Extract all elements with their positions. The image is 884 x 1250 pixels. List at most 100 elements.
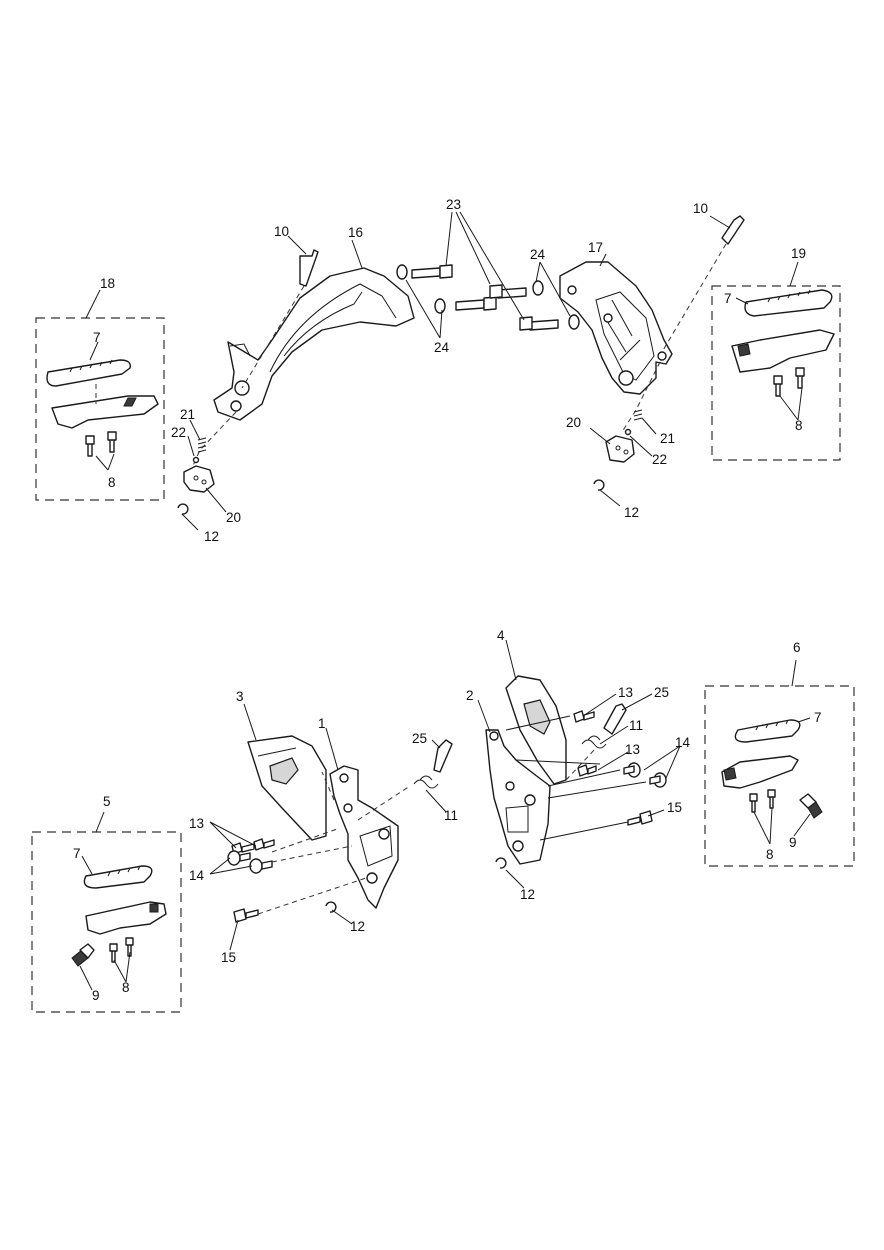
- callout-24-right: 24: [530, 247, 546, 262]
- callout-7-box6: 7: [814, 710, 822, 725]
- callout-14-right: 14: [675, 735, 691, 750]
- callout-19: 19: [791, 246, 806, 261]
- kit-box-19: [711, 285, 841, 461]
- bracket-2-right: [485, 729, 551, 865]
- bolt-23-c: [489, 284, 527, 299]
- callout-7-box5: 7: [73, 846, 81, 861]
- callout-13-left: 13: [189, 816, 204, 831]
- heel-guard-3: [247, 735, 327, 841]
- footrest-19-right: [731, 329, 835, 373]
- callout-1: 1: [318, 716, 326, 731]
- callout-8-box18: 8: [108, 475, 116, 490]
- pin-10-left: [299, 249, 319, 287]
- callout-16: 16: [348, 225, 363, 240]
- footrest-rubber-7-box6: [734, 719, 801, 743]
- callout-8-box19: 8: [795, 418, 803, 433]
- callout-13-right-a: 13: [618, 685, 633, 700]
- callout-6: 6: [793, 640, 801, 655]
- callout-7-box18: 7: [93, 330, 101, 345]
- bolt-23-b: [455, 296, 497, 311]
- callout-2: 2: [466, 688, 474, 703]
- callout-20-right: 20: [566, 415, 581, 430]
- bolt-8-box6: [749, 789, 776, 813]
- circlip-12-right-rider: [495, 857, 507, 869]
- footrest-rubber-7-right-kit: [744, 289, 833, 317]
- circlip-12-left: [177, 503, 189, 515]
- callout-labels: 18 7 8 10 16 21 22 20 12 23 24 24 17 10 …: [73, 197, 822, 1003]
- callout-25-left: 25: [412, 731, 427, 746]
- callout-15-right: 15: [667, 800, 682, 815]
- spring-21-left: [197, 437, 207, 453]
- bolt-8-left-kit: [85, 431, 117, 457]
- callout-4: 4: [497, 628, 505, 643]
- ball-22-right: [624, 428, 632, 436]
- heel-guard-4: [505, 675, 567, 785]
- bolt-23-a: [411, 264, 453, 279]
- callout-11-left: 11: [444, 808, 458, 823]
- passenger-hanger-17-right: [559, 261, 673, 395]
- pin-25-right: [603, 703, 627, 735]
- callout-12-top-right: 12: [624, 505, 639, 520]
- callout-14-left: 14: [189, 868, 205, 883]
- bolt-14-left: [227, 850, 273, 874]
- bolt-13-right-b: [577, 764, 597, 777]
- callout-12-bottom-left: 12: [350, 919, 365, 934]
- circlip-12-right: [593, 479, 605, 491]
- callout-22-right: 22: [652, 452, 667, 467]
- callout-8-box6: 8: [766, 847, 774, 862]
- callout-23: 23: [446, 197, 461, 212]
- callout-7-box19: 7: [724, 291, 732, 306]
- callout-3: 3: [236, 689, 244, 704]
- detent-plate-20-left: [183, 465, 215, 493]
- bolt-13-right-a: [573, 710, 595, 723]
- callout-21-left: 21: [180, 407, 195, 422]
- passenger-hanger-16-left: [213, 267, 415, 421]
- footrest-rubber-7-left-kit: [46, 359, 131, 387]
- spring-11-right: [581, 735, 607, 749]
- callout-13-right-b: 13: [625, 742, 640, 757]
- footrest-5: [85, 901, 167, 935]
- callout-5: 5: [103, 794, 111, 809]
- callout-10-right: 10: [693, 201, 708, 216]
- footrest-rubber-7-box5: [83, 865, 153, 889]
- callout-11-right: 11: [629, 718, 643, 733]
- callout-20-left: 20: [226, 510, 241, 525]
- slider-9-box6: [799, 793, 823, 819]
- detent-plate-20-right: [605, 435, 635, 463]
- bolt-15-right: [627, 810, 653, 826]
- callout-9-box5: 9: [92, 988, 100, 1003]
- callout-15-left: 15: [221, 950, 236, 965]
- ball-22-left: [192, 456, 200, 464]
- bolt-13-left-b: [253, 838, 275, 851]
- pin-10-right: [721, 215, 745, 245]
- callout-22-left: 22: [171, 425, 186, 440]
- spring-21-right: [633, 409, 643, 421]
- bolt-15-left: [233, 908, 259, 923]
- footrest-6: [721, 755, 799, 789]
- callout-12-bottom-right: 12: [520, 887, 535, 902]
- footrest-18-left: [51, 395, 159, 429]
- callout-8-box5: 8: [122, 980, 130, 995]
- pin-25-left: [433, 739, 453, 773]
- callout-25-right: 25: [654, 685, 669, 700]
- callout-9-box6: 9: [789, 835, 797, 850]
- washers-24: [396, 264, 580, 330]
- bolt-13-left-a: [231, 842, 255, 855]
- callout-18: 18: [100, 276, 115, 291]
- circlip-12-left-rider: [325, 901, 337, 913]
- leader-lines: [79, 211, 811, 991]
- bracket-1-left: [329, 765, 399, 909]
- kit-box-18: [35, 317, 165, 501]
- callout-12-top-left: 12: [204, 529, 219, 544]
- bolt-14-right: [623, 762, 667, 788]
- spring-11-left: [413, 775, 439, 789]
- callout-24-left: 24: [434, 340, 450, 355]
- slider-9-box5: [71, 943, 95, 967]
- callout-21-right: 21: [660, 431, 675, 446]
- callout-17: 17: [588, 240, 603, 255]
- bolt-8-right-kit: [773, 367, 805, 397]
- bolt-23-d: [519, 316, 559, 331]
- callout-10-left: 10: [274, 224, 289, 239]
